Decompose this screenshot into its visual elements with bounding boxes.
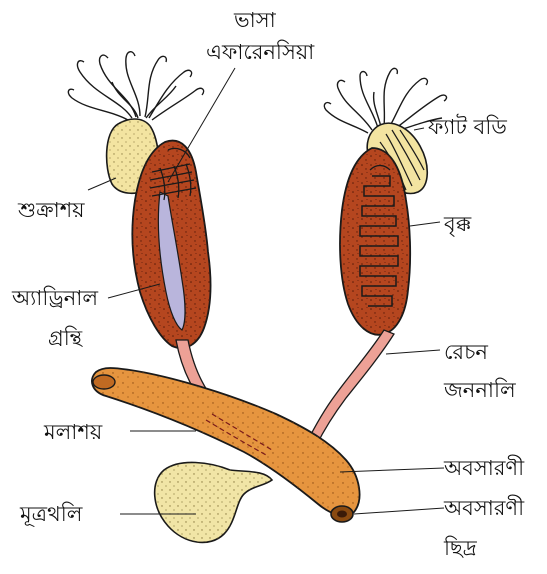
label-adrenal-gland-line1: অ্যাড্রিনাল: [12, 288, 98, 309]
label-cloacal-aperture-line2: ছিদ্র: [444, 538, 477, 559]
label-urinary-bladder: মূত্রথলি: [20, 504, 82, 525]
label-adrenal-gland-line2: গ্রন্থি: [48, 328, 82, 349]
label-urogenital-duct-line2: জননালি: [444, 380, 516, 401]
label-cloaca: অবসারণী: [444, 458, 524, 479]
label-cloacal-aperture-line1: অবসারণী: [444, 498, 524, 519]
label-rectum: মলাশয়: [44, 422, 102, 443]
label-vasa-efferentia-line1: ভাসা: [234, 10, 276, 31]
right-urogenital-duct: [306, 330, 394, 446]
left-fat-body-tentacles: [68, 52, 203, 120]
label-fat-body: ফ্যাট বডি: [428, 117, 507, 138]
label-seminal-vesicle: শুক্রাশয়: [18, 200, 85, 221]
label-vasa-efferentia-line2: এফারেনসিয়া: [206, 42, 314, 63]
rectum-opening: [93, 375, 115, 389]
label-kidney: বৃক্ক: [444, 214, 471, 235]
label-urogenital-duct-line1: রেচন: [444, 342, 488, 363]
